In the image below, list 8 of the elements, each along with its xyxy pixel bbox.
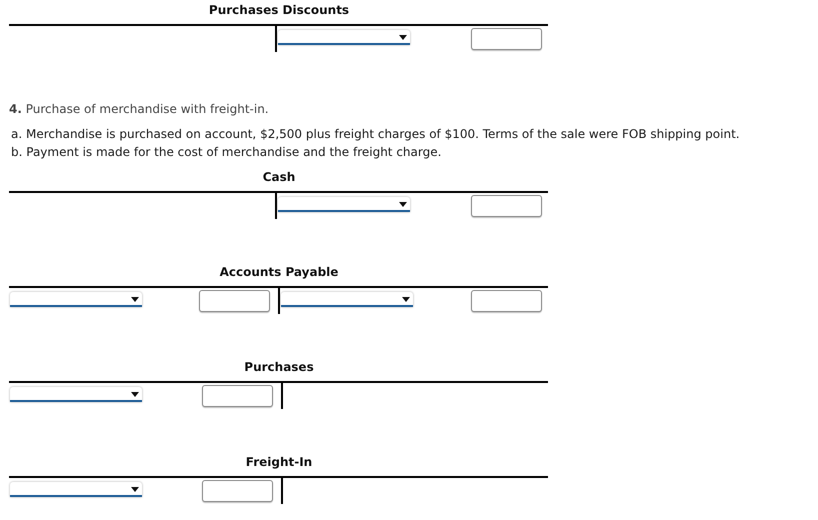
account-title: Purchases Discounts (208, 3, 350, 17)
account-title: Cash (262, 170, 296, 184)
question-heading: 4. Purchase of merchandise with freight-in. (9, 102, 269, 116)
question-text: a. Merchandise is purchased on account, $2,500 plus freight charges of $100. Terms of the sale were FOB shipping point. (11, 127, 740, 141)
question-text: b. Payment is made for the cost of merchandise and the freight charge. (11, 145, 442, 159)
account-title: Purchases (244, 360, 314, 374)
account-title: Freight-In (246, 455, 312, 469)
account-title: Accounts Payable (220, 265, 338, 279)
